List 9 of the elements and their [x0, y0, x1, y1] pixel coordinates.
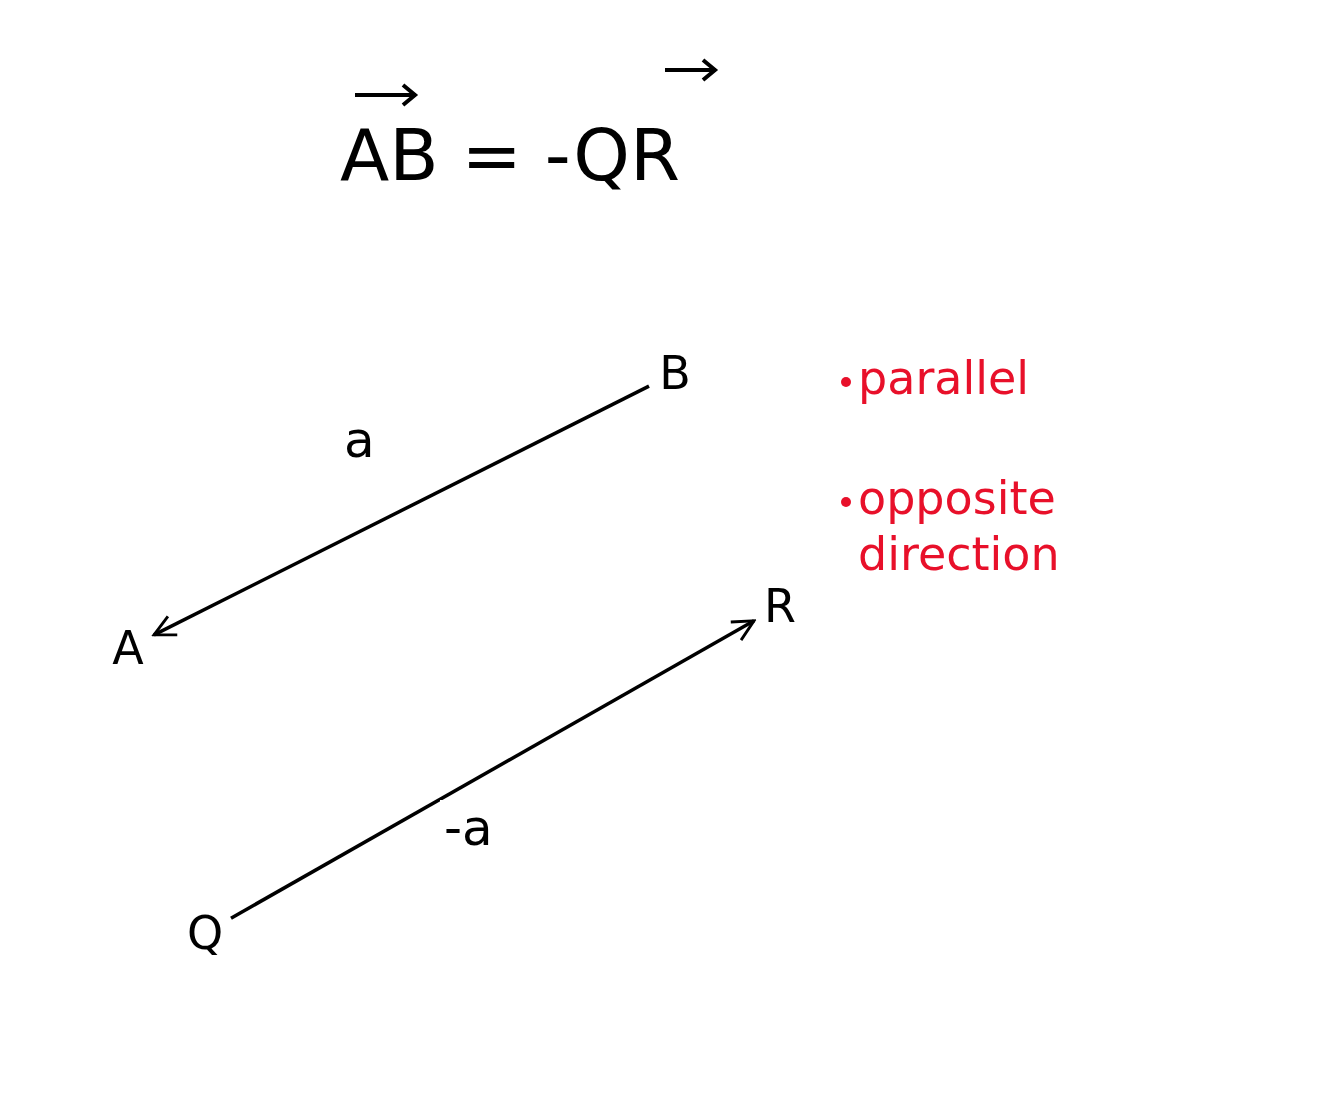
note-text: opposite direction [858, 470, 1061, 582]
note-text: parallel [858, 350, 1030, 406]
point-label: Q [186, 906, 224, 960]
vector-arrow [152, 384, 650, 637]
vector-equation: AB = -QR [340, 112, 681, 198]
point-label: A [112, 621, 144, 675]
point-label: B [659, 346, 691, 400]
vector-arrow [230, 619, 756, 920]
point-label: R [764, 579, 796, 633]
